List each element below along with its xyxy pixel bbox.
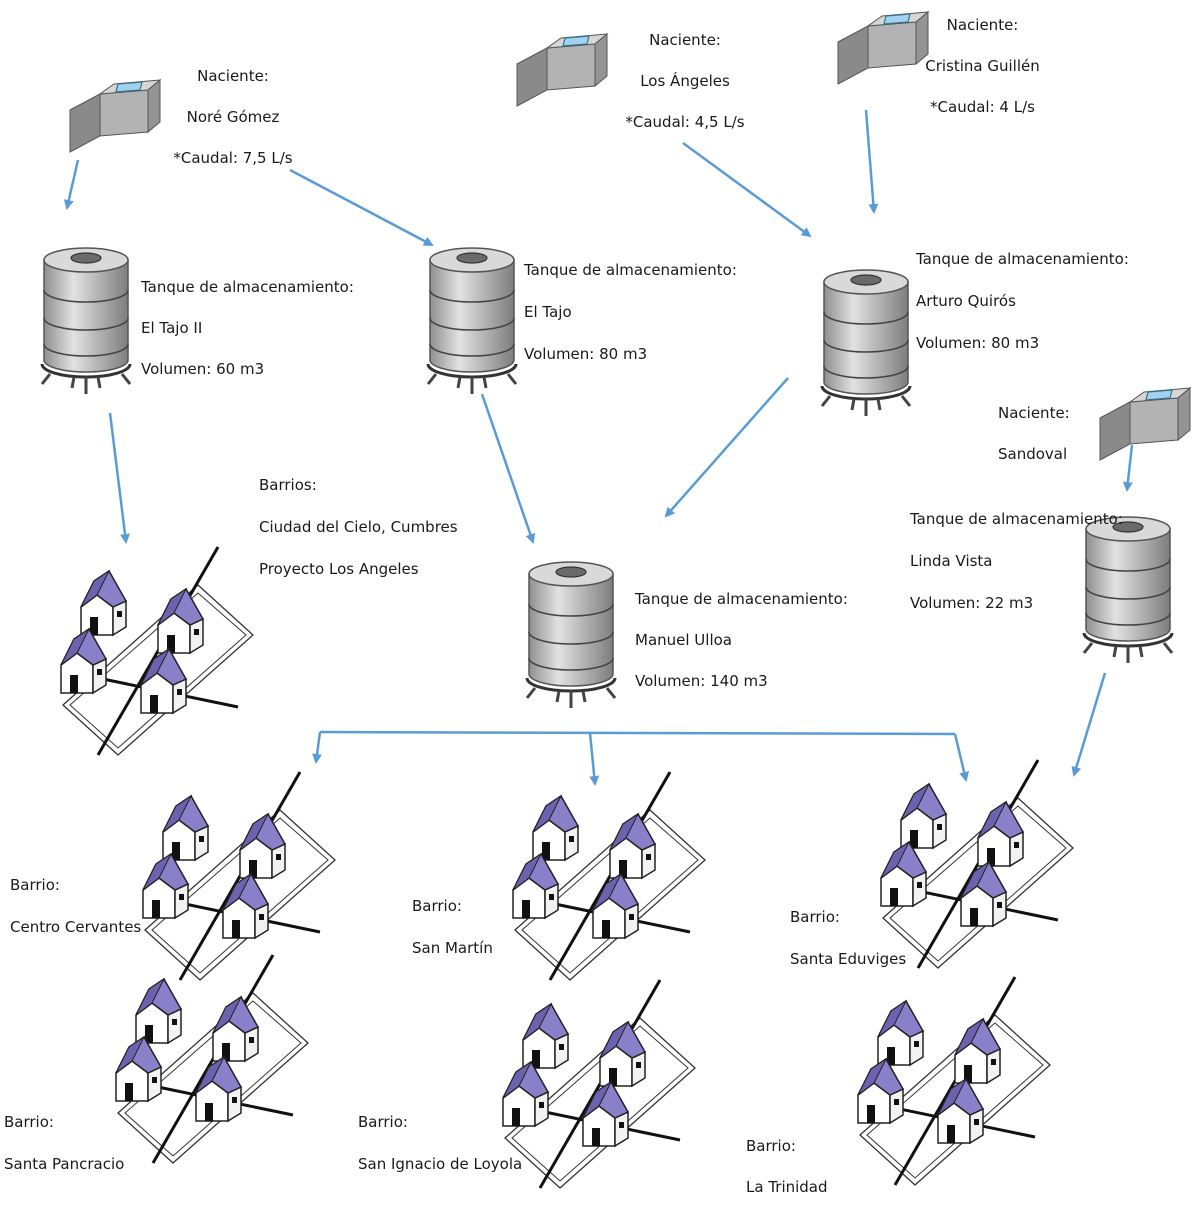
barrio-label: Barrio:: [4, 1113, 54, 1131]
barrio-sanmartin-label: Barrio: San Martín: [412, 885, 493, 969]
barrio-eduviges-label: Barrio: Santa Eduviges: [790, 896, 906, 980]
spring-losangeles-icon: [516, 33, 608, 107]
barrio-label: Barrio:: [10, 876, 60, 894]
barrio-trinidad-label: Barrio: La Trinidad: [746, 1126, 828, 1208]
tank-tajo2-label: Tanque de almacenamiento: El Tajo II Vol…: [141, 267, 354, 390]
tank-manuel-icon: [525, 560, 617, 710]
arrow-losangeles-to-arturo: [682, 141, 812, 238]
tank-arturo-label: Tanque de almacenamiento: Arturo Quirós …: [916, 238, 1129, 364]
tank-tajo-icon: [426, 246, 518, 396]
tank-name: Arturo Quirós: [916, 292, 1016, 310]
tank-manuel-label: Tanque de almacenamiento: Manuel Ulloa V…: [635, 579, 848, 702]
tank-tajo2-icon: [40, 246, 132, 396]
neighborhood-pancracio-icon: [116, 955, 308, 1163]
barrio-name: La Trinidad: [746, 1178, 828, 1196]
arrow-tajo2-to-barrios: [108, 412, 130, 544]
tank-arturo-icon: [820, 268, 912, 418]
spring-label: Naciente:: [998, 404, 1070, 422]
spring-nore-icon: [69, 79, 161, 153]
tank-volume: Volumen: 140 m3: [635, 672, 768, 690]
tank-label: Tanque de almacenamiento:: [916, 250, 1129, 268]
tank-volume: Volumen: 60 m3: [141, 360, 265, 378]
arrow-nore-to-tajo2: [63, 159, 80, 210]
barrios-label: Barrios:: [259, 476, 317, 494]
tank-name: El Tajo II: [141, 319, 203, 337]
spring-flow: *Caudal: 4,5 L/s: [625, 113, 745, 131]
tank-label: Tanque de almacenamiento:: [910, 510, 1123, 528]
barrios-line-1: Ciudad del Cielo, Cumbres: [259, 518, 458, 536]
neighborhood-sanmartin-icon: [513, 772, 705, 980]
arrow-manuel-to-eduviges: [953, 733, 970, 782]
spring-losangeles-label: Naciente: Los Ángeles *Caudal: 4,5 L/s: [620, 20, 750, 143]
barrio-name: San Martín: [412, 939, 493, 957]
barrio-label: Barrio:: [358, 1113, 408, 1131]
spring-name: Sandoval: [998, 445, 1068, 463]
neighborhood-loyola-icon: [503, 980, 695, 1188]
tank-linda-label: Tanque de almacenamiento: Linda Vista Vo…: [910, 498, 1123, 624]
spring-sandoval-label: Naciente: Sandoval: [998, 393, 1070, 475]
tank-volume: Volumen: 80 m3: [524, 345, 648, 363]
arrow-arturo-to-manuel: [664, 377, 789, 518]
arrow-manuel-to-cervantes: [312, 731, 323, 764]
arrow-nore-to-tajo: [289, 168, 434, 247]
arrow-linda-to-eduviges: [1071, 672, 1107, 777]
tank-name: Manuel Ulloa: [635, 631, 732, 649]
upper-barrios-label: Barrios: Ciudad del Cielo, Cumbres Proye…: [259, 464, 458, 590]
spring-label: Naciente:: [197, 67, 269, 85]
arrow-sandoval-to-linda: [1122, 444, 1134, 492]
neighborhood-cervantes-icon: [143, 772, 335, 980]
barrio-label: Barrio:: [412, 897, 462, 915]
spring-label: Naciente:: [946, 16, 1019, 34]
tank-volume: Volumen: 80 m3: [916, 334, 1040, 352]
spring-flow: *Caudal: 7,5 L/s: [173, 149, 293, 167]
spring-name: Noré Gómez: [186, 108, 280, 126]
barrio-label: Barrio:: [746, 1137, 796, 1155]
barrio-pancracio-label: Barrio: Santa Pancracio: [4, 1101, 124, 1185]
barrio-name: Centro Cervantes: [10, 918, 142, 936]
neighborhood-eduviges-icon: [881, 760, 1073, 968]
barrios-line-2: Proyecto Los Angeles: [259, 560, 419, 578]
distribution-line: [319, 730, 956, 736]
tank-label: Tanque de almacenamiento:: [524, 261, 737, 279]
spring-label: Naciente:: [649, 31, 721, 49]
barrio-loyola-label: Barrio: San Ignacio de Loyola: [358, 1101, 522, 1185]
spring-cristina-label: Naciente: Cristina Guillén *Caudal: 4 L/…: [915, 5, 1050, 128]
barrio-label: Barrio:: [790, 908, 840, 926]
neighborhood-trinidad-icon: [858, 977, 1050, 1185]
barrio-name: Santa Eduviges: [790, 950, 907, 968]
spring-nore-label: Naciente: Noré Gómez *Caudal: 7,5 L/s: [158, 56, 308, 179]
arrow-cristina-to-arturo: [864, 109, 879, 214]
arrow-manuel-to-sanmartin: [588, 732, 600, 786]
barrio-cervantes-label: Barrio: Centro Cervantes: [10, 864, 141, 948]
tank-label: Tanque de almacenamiento:: [635, 590, 848, 608]
neighborhood-upper-icon: [61, 547, 253, 755]
tank-name: El Tajo: [524, 303, 572, 321]
spring-sandoval-icon: [1099, 387, 1191, 461]
tank-label: Tanque de almacenamiento:: [141, 278, 354, 296]
barrio-name: San Ignacio de Loyola: [358, 1155, 523, 1173]
spring-flow: *Caudal: 4 L/s: [930, 98, 1035, 116]
tank-tajo-label: Tanque de almacenamiento: El Tajo Volume…: [524, 249, 737, 375]
barrio-name: Santa Pancracio: [4, 1155, 125, 1173]
arrow-tajo-to-manuel: [480, 393, 536, 544]
tank-volume: Volumen: 22 m3: [910, 594, 1034, 612]
tank-name: Linda Vista: [910, 552, 993, 570]
spring-name: Los Ángeles: [640, 72, 730, 90]
spring-name: Cristina Guillén: [925, 57, 1040, 75]
